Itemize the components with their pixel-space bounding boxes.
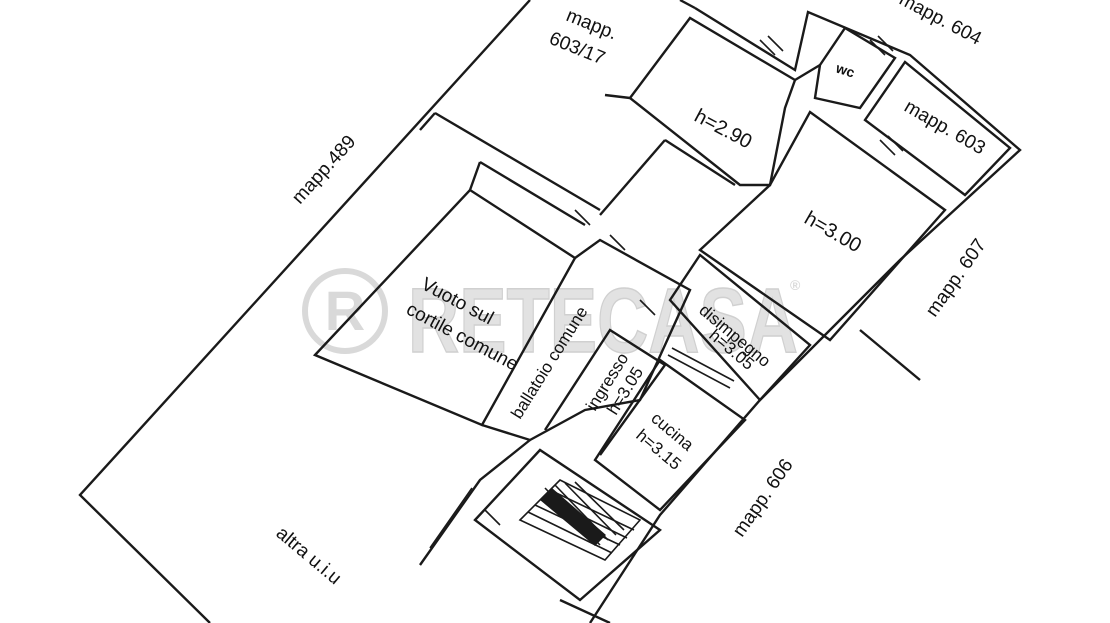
access-ramp: [419, 439, 531, 566]
mapp-489-divider: [419, 112, 436, 131]
room-ingresso: [543, 328, 667, 456]
mapp-607-boundary: [859, 329, 921, 381]
retecasa-watermark: R RETECASA ®: [302, 268, 801, 373]
label-mapp-604: mapp. 604: [896, 0, 986, 50]
label-h290: h=2.90: [691, 105, 756, 153]
lot-top-edge: [679, 0, 696, 10]
void-edge: [468, 161, 482, 191]
access-ramp-inner: [429, 487, 473, 549]
room-wc: [813, 26, 897, 110]
room-h290: [628, 16, 797, 187]
label-altra-uiu: altra u.i.u: [272, 523, 345, 589]
watermark-circle: [302, 268, 388, 354]
stair-handrail: [540, 488, 606, 546]
label-mapp-607: mapp. 607: [922, 235, 991, 321]
disimpegno-door: [667, 354, 731, 389]
watermark-registered: ®: [790, 277, 801, 293]
room-cucina: [593, 358, 747, 512]
room-h290-left-wall: [604, 93, 631, 100]
bottom-wall: [559, 598, 611, 623]
label-h300: h=3.00: [801, 207, 865, 257]
mapp-489-divider-2: [434, 111, 601, 212]
lot-outline-left: [78, 0, 531, 623]
watermark-brand: RETECASA: [408, 270, 798, 372]
label-mapp-603: mapp. 603: [901, 96, 989, 159]
room-h290-divider: [599, 139, 666, 216]
room-disimpegno: [668, 253, 812, 402]
room-h300: [698, 110, 947, 342]
label-wc: wc: [833, 59, 857, 80]
staircase: [473, 448, 662, 602]
void-edge-2: [479, 160, 586, 227]
wall-hatches: [484, 35, 904, 526]
watermark-r-icon: R: [325, 279, 365, 342]
label-mapp-606: mapp. 606: [729, 455, 798, 541]
mapp-603-block: [863, 60, 1012, 197]
stair-box: [473, 448, 662, 602]
house-outline-right: [588, 6, 1022, 623]
room-h290-lower: [664, 138, 736, 187]
wc-wall: [794, 63, 821, 82]
label-mapp-489: mapp.489: [288, 131, 360, 208]
